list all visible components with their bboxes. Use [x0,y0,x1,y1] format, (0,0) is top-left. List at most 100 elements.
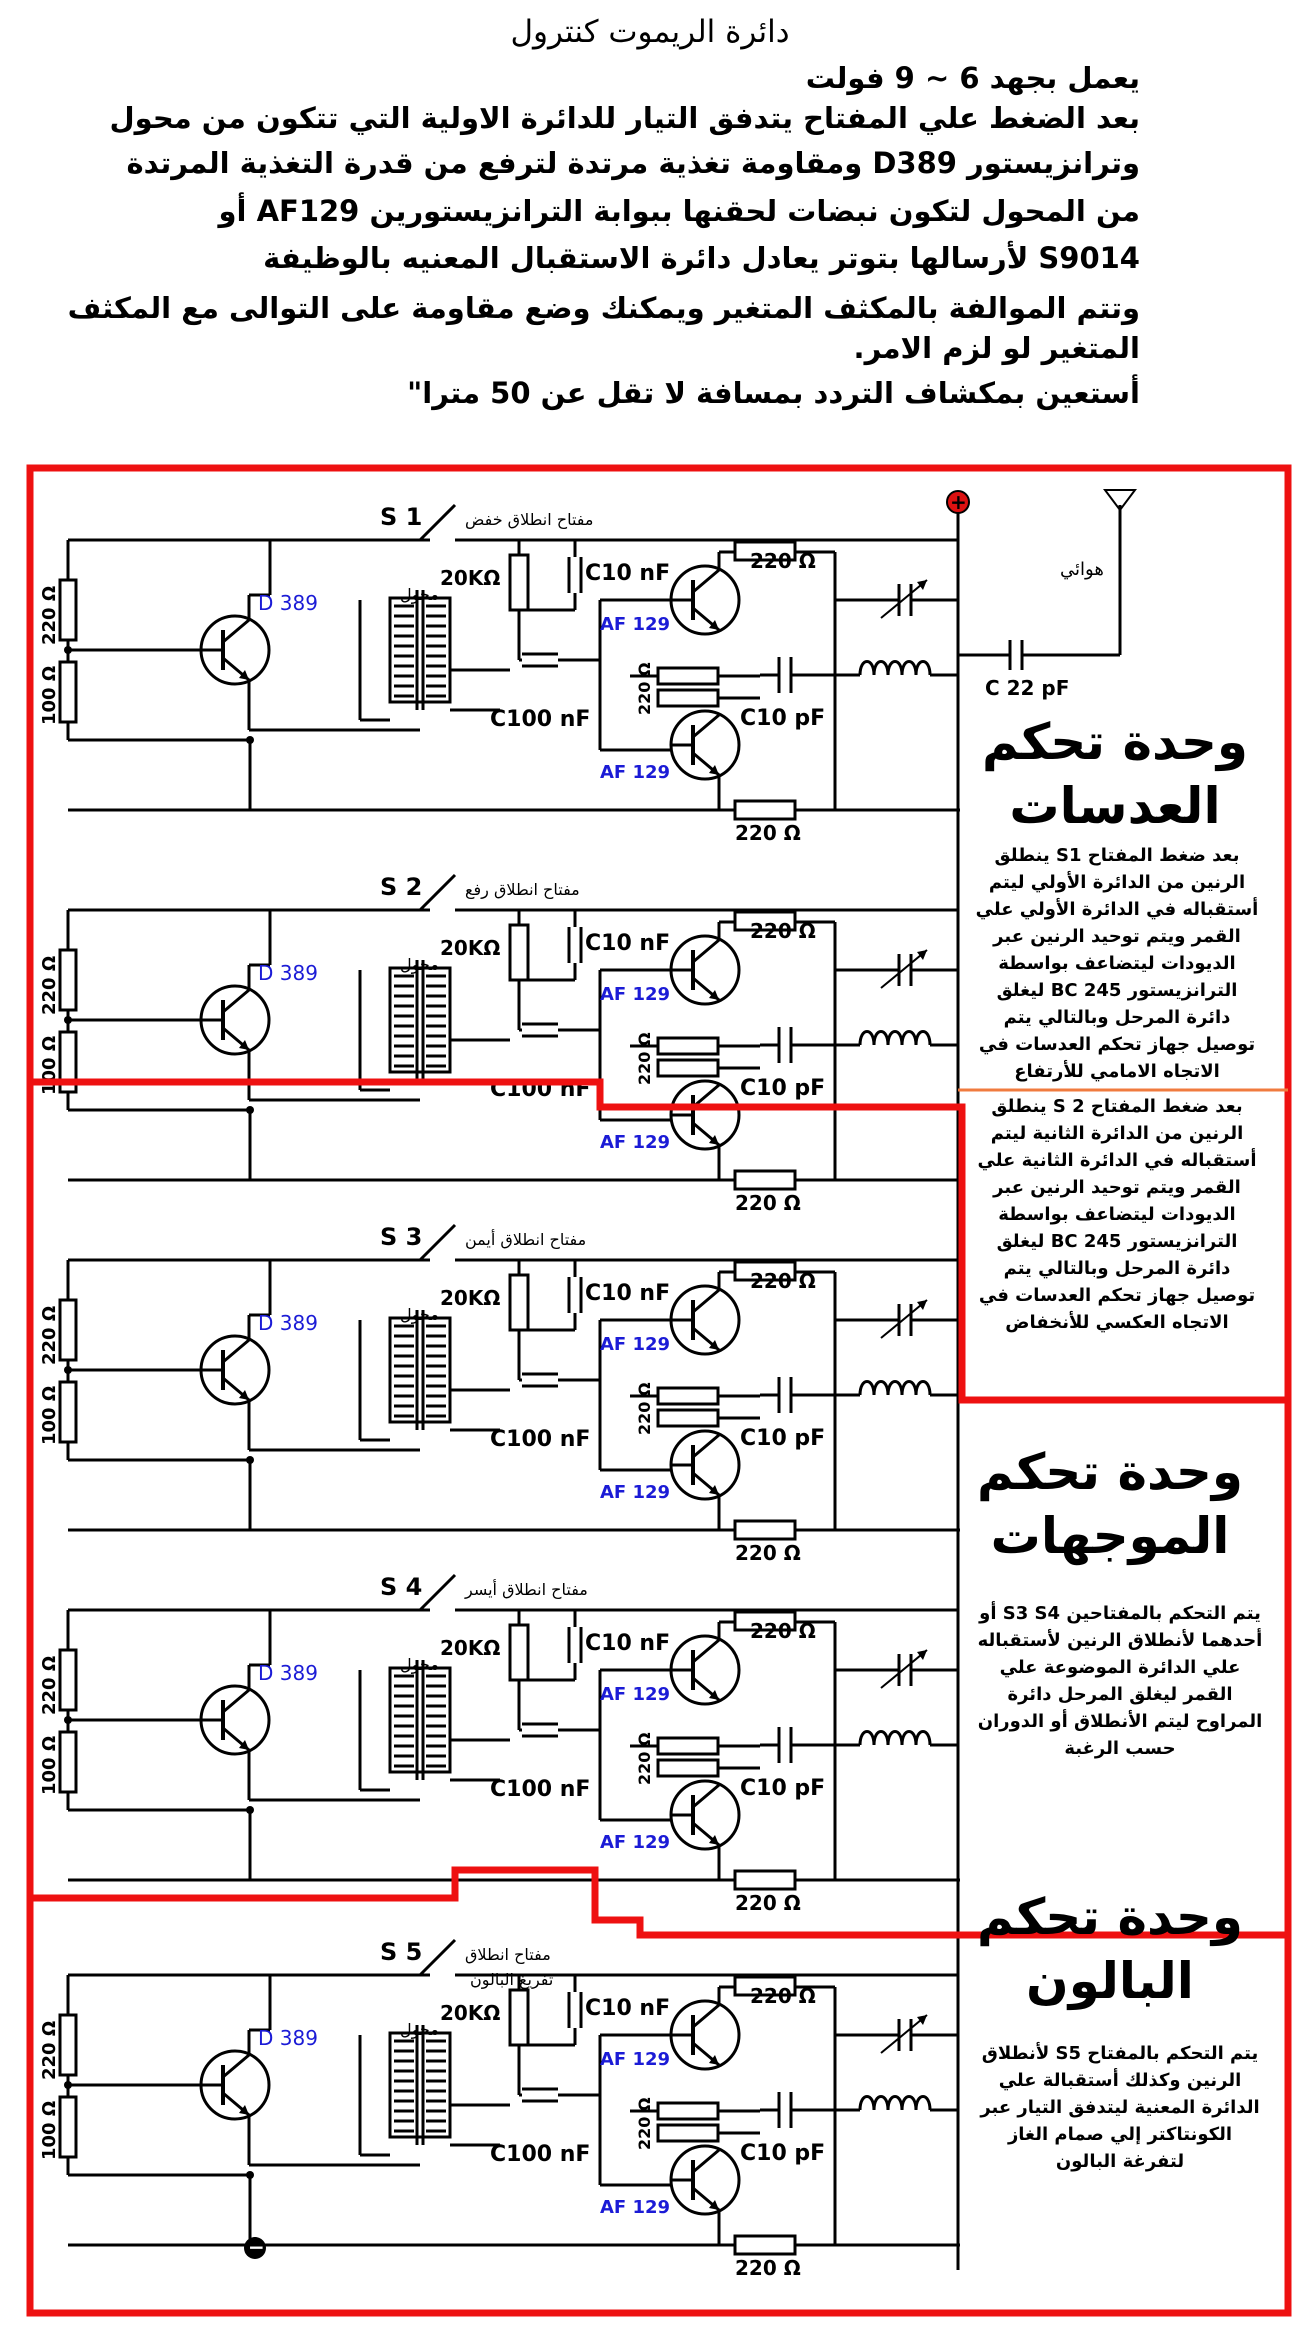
svg-text:100 Ω: 100 Ω [39,1036,60,1095]
svg-text:محول: محول [400,2020,439,2040]
svg-text:AF 129: AF 129 [600,1334,670,1355]
svg-text:−: − [248,2235,265,2259]
switch-label-1: S 1 [380,503,422,531]
balloon-description: يتم التحكم بالمفتاح S5 لأنطلاق الرنين وك… [980,2043,1260,2172]
svg-text:مفتاح انطلاق رفع: مفتاح انطلاق رفع [465,880,580,900]
switch-label-3: S 3 [380,1223,422,1251]
svg-text:220 Ω: 220 Ω [735,1541,801,1565]
svg-text:220 Ω: 220 Ω [735,2256,801,2280]
svg-text:C 22 pF: C 22 pF [985,676,1069,700]
svg-text:AF 129: AF 129 [600,1832,670,1853]
svg-text:AF 129: AF 129 [600,2049,670,2070]
svg-text:C10 pF: C10 pF [740,1776,825,1801]
svg-text:AF 129: AF 129 [600,614,670,635]
oscillator-stage-3: S 3 مفتاح انطلاق أيمن 20KΩ C10 nF 220 Ω AF 12… [39,1223,960,1565]
svg-text:تفريغ البالون: تفريغ البالون [470,1970,553,1990]
svg-text:220 Ω: 220 Ω [635,1382,654,1435]
switch-label-2: S 2 [380,873,422,901]
direction-description: يتم التحكم بالمفتاحين S3 S4 أو أحدهما لأ… [977,1603,1263,1759]
svg-text:220 Ω: 220 Ω [635,1732,654,1785]
svg-text:220 Ω: 220 Ω [39,1306,60,1365]
svg-text:20KΩ: 20KΩ [440,1636,500,1660]
svg-text:D 389: D 389 [258,2026,318,2050]
svg-text:20KΩ: 20KΩ [440,1286,500,1310]
svg-text:220 Ω: 220 Ω [750,1984,816,2008]
svg-text:محول: محول [400,1305,439,1325]
svg-text:مفتاح انطلاق خفض: مفتاح انطلاق خفض [465,510,593,530]
svg-text:مفتاح انطلاق أيسر: مفتاح انطلاق أيسر [464,1579,588,1600]
svg-text:220 Ω: 220 Ω [735,1191,801,1215]
svg-text:C10 nF: C10 nF [585,1996,670,2021]
svg-text:220 Ω: 220 Ω [735,821,801,845]
header-line-7: المتغير لو لزم الامر. [853,331,1140,365]
svg-text:AF 129: AF 129 [600,1132,670,1153]
svg-text:220 Ω: 220 Ω [635,662,654,715]
svg-text:D 389: D 389 [258,1661,318,1685]
svg-text:20KΩ: 20KΩ [440,2001,500,2025]
svg-text:220 Ω: 220 Ω [39,1656,60,1715]
svg-text:مفتاح انطلاق أيمن: مفتاح انطلاق أيمن [465,1229,586,1250]
svg-text:+: + [950,490,967,514]
lens-s1-description: بعد ضغط المفتاح S1 ينطلق الرنين من الدائ… [975,845,1259,1082]
svg-text:C10 pF: C10 pF [740,1076,825,1101]
svg-text:D 389: D 389 [258,1311,318,1335]
svg-text:محول: محول [400,955,439,975]
svg-text:C100 nF: C100 nF [490,1427,590,1452]
svg-text:220 Ω: 220 Ω [39,2021,60,2080]
svg-text:C10 pF: C10 pF [740,1426,825,1451]
svg-text:100 Ω: 100 Ω [39,666,60,725]
oscillator-stage-4: S 4 مفتاح انطلاق أيسر 20KΩ C10 nF 220 Ω AF 12… [39,1573,960,1915]
header-line-2: بعد الضغط علي المفتاح يتدفق التيار للدائ… [109,101,1140,135]
svg-text:D 389: D 389 [258,961,318,985]
svg-text:AF 129: AF 129 [600,1684,670,1705]
svg-text:محول: محول [400,1655,439,1675]
svg-text:220 Ω: 220 Ω [735,1891,801,1915]
svg-text:C10 nF: C10 nF [585,1281,670,1306]
svg-text:C100 nF: C100 nF [490,2142,590,2167]
svg-text:220 Ω: 220 Ω [750,1619,816,1643]
oscillator-stage-1: S 1 مفتاح انطلاق خفض 20KΩ C10 nF 220 Ω AF 129… [39,503,960,845]
direction-unit-title: وحدة تحكم الموجهات [976,1443,1243,1565]
svg-text:D 389: D 389 [258,591,318,615]
oscillator-stage-2: S 2 مفتاح انطلاق رفع 20KΩ C10 nF 220 Ω AF 129… [39,873,960,1215]
lens-s2-description: بعد ضغط المفتاح S 2 ينطلق الرنين من الدا… [977,1096,1257,1333]
svg-text:C10 nF: C10 nF [585,931,670,956]
svg-text:هوائي: هوائي [1060,559,1104,580]
switch-label-4: S 4 [380,1573,422,1601]
svg-text:100 Ω: 100 Ω [39,1736,60,1795]
svg-text:220 Ω: 220 Ω [750,549,816,573]
svg-text:220 Ω: 220 Ω [39,586,60,645]
svg-text:AF 129: AF 129 [600,2197,670,2218]
header-line-4: من المحول لتكون نبضات لحقنها ببوابة التر… [218,194,1141,228]
svg-text:220 Ω: 220 Ω [750,1269,816,1293]
header-line-5: S9014 لأرسالها بتوتر يعادل دائرة الاستقب… [263,241,1140,275]
svg-text:100 Ω: 100 Ω [39,1386,60,1445]
svg-text:AF 129: AF 129 [600,1482,670,1503]
svg-text:100 Ω: 100 Ω [39,2101,60,2160]
svg-text:220 Ω: 220 Ω [635,2097,654,2150]
header-line-8: أستعين بمكشاف التردد بمسافة لا تقل عن 50… [407,376,1140,410]
svg-text:20KΩ: 20KΩ [440,566,500,590]
svg-text:C100 nF: C100 nF [490,707,590,732]
svg-text:AF 129: AF 129 [600,984,670,1005]
svg-text:220 Ω: 220 Ω [635,1032,654,1085]
switch-label-5: S 5 [380,1938,422,1966]
svg-text:C100 nF: C100 nF [490,1777,590,1802]
lens-unit-title: وحدة تحكم العدسات [981,713,1248,835]
header-line-3: وترانزيستور D389 ومقاومة تغذية مرتدة لتر… [126,146,1141,180]
header-line-1: يعمل بجهد 6 ~ 9 فولت [805,61,1140,95]
balloon-unit-title: وحدة تحكم البالون [976,1888,1243,2010]
svg-text:C10 nF: C10 nF [585,1631,670,1656]
svg-text:AF 129: AF 129 [600,762,670,783]
page-title: دائرة الريموت كنترول [510,14,790,50]
svg-text:مفتاح انطلاق: مفتاح انطلاق [465,1945,551,1965]
svg-text:C10 pF: C10 pF [740,2141,825,2166]
svg-text:C10 pF: C10 pF [740,706,825,731]
svg-text:C10 nF: C10 nF [585,561,670,586]
svg-text:20KΩ: 20KΩ [440,936,500,960]
svg-text:محول: محول [400,585,439,605]
svg-text:220 Ω: 220 Ω [39,956,60,1015]
svg-text:220 Ω: 220 Ω [750,919,816,943]
oscillator-stage-5: S 5 مفتاح انطلاق تفريغ البالون 20KΩ C10 nF 22… [39,1938,960,2280]
